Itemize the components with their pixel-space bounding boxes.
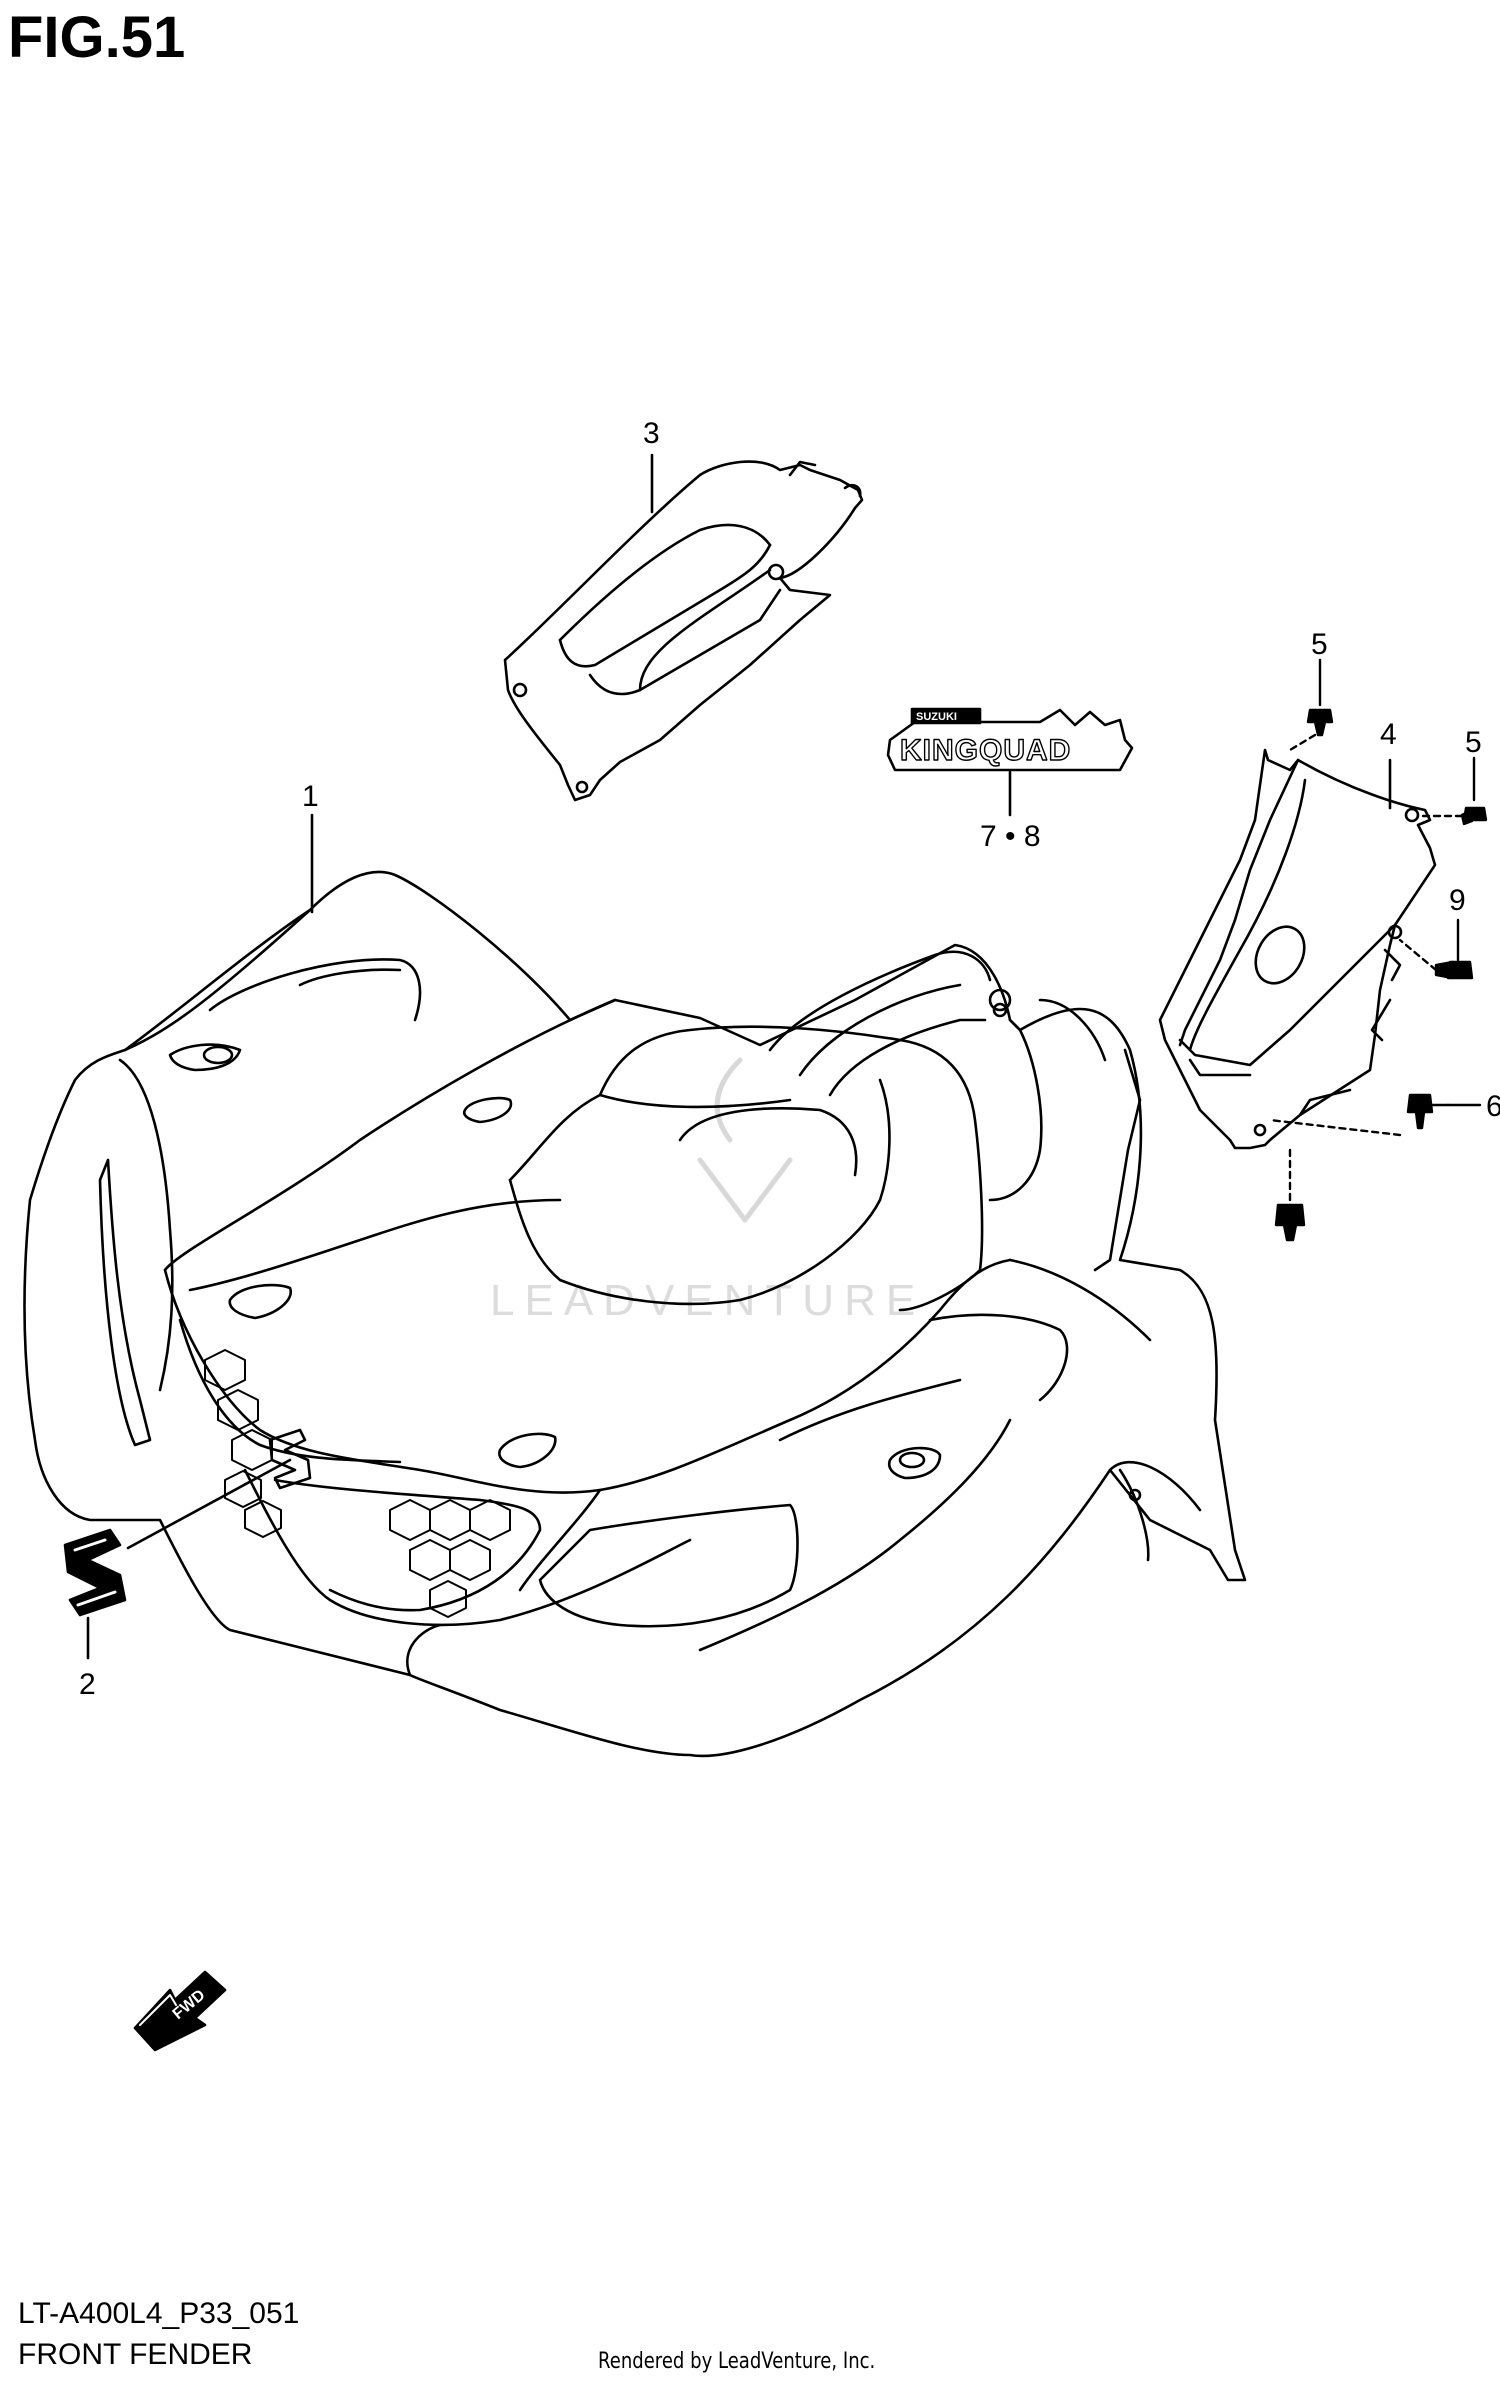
callout-5b: 5: [1465, 726, 1482, 759]
screw-6: [1268, 1093, 1482, 1137]
front-fender-part-1: [23, 870, 1247, 1758]
screw-9: [1398, 918, 1474, 980]
callout-5a: 5: [1311, 628, 1328, 661]
decal-model-text: KINGQUAD: [900, 734, 1071, 767]
decal-part-7-8: SUZUKI KINGQUAD: [886, 707, 1134, 817]
model-code: LT-A400L4_P33_051: [18, 2297, 300, 2330]
diagram-name: FRONT FENDER: [18, 2338, 253, 2371]
callout-6: 6: [1486, 1090, 1500, 1123]
render-credit: Rendered by LeadVenture, Inc.: [598, 2349, 876, 2374]
callout-2: 2: [79, 1668, 96, 1701]
decal-brand-text: SUZUKI: [916, 711, 957, 723]
callout-9: 9: [1449, 884, 1466, 917]
watermark: LEADVENTURE: [490, 1057, 925, 1325]
screw-5b: [1418, 756, 1488, 826]
hardware: [1268, 658, 1488, 1242]
callout-4: 4: [1380, 718, 1397, 751]
side-cover-part-3: [503, 453, 864, 802]
callout-3: 3: [643, 417, 660, 450]
side-panel-part-4: [1158, 748, 1437, 1150]
emblem-part-2: [63, 1428, 312, 1660]
callout-7-8: 7 • 8: [980, 820, 1041, 853]
figure-title: FIG.51: [8, 5, 186, 70]
callouts: 1 2 3 4 5 5 6 7 • 8 9: [79, 417, 1500, 1701]
fwd-arrow: FWD: [133, 1970, 227, 2052]
screw-5a: [1288, 658, 1334, 752]
callout-1: 1: [302, 780, 319, 813]
watermark-text: LEADVENTURE: [490, 1276, 925, 1325]
screw-6-lower: [1274, 1148, 1306, 1242]
